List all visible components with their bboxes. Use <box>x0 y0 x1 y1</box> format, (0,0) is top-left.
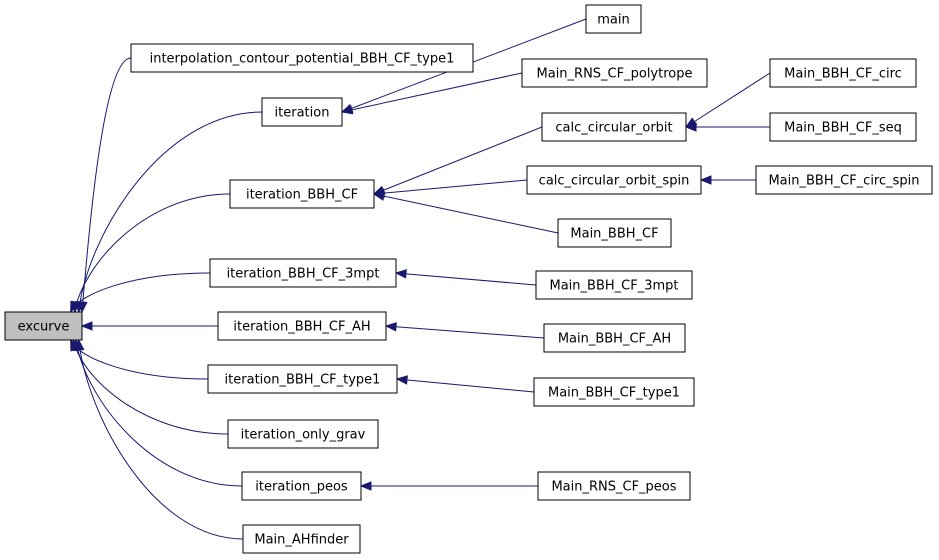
node-label: excurve <box>18 320 70 335</box>
edge-line <box>373 126 543 195</box>
edge-m_ah-to-it_ah <box>384 322 545 339</box>
node-label: Main_BBH_CF_circ_spin <box>768 174 919 189</box>
edge-it_ah-to-excurve <box>80 321 218 331</box>
edge-m_rns_peos-to-it_peos <box>359 481 538 491</box>
node-iteration-only-grav[interactable]: iteration_only_grav <box>227 419 379 449</box>
node-main-bbh-cf-circ-spin[interactable]: Main_BBH_CF_circ_spin <box>755 165 933 195</box>
arrowhead-icon <box>394 269 407 279</box>
node-iteration-peos[interactable]: iteration_peos <box>241 471 362 501</box>
node-main-bbh-cf-ah[interactable]: Main_BBH_CF_AH <box>543 323 686 353</box>
node-label: iteration_peos <box>255 480 348 495</box>
node-main-bbh-cf-3mpt[interactable]: Main_BBH_CF_3mpt <box>535 270 693 300</box>
edge-line <box>78 339 244 540</box>
edge-it_bbh-to-excurve <box>71 193 231 314</box>
arrowhead-icon <box>340 105 354 115</box>
arrowhead-icon <box>684 122 697 132</box>
node-main[interactable]: main <box>585 4 642 34</box>
edge-line <box>396 378 535 393</box>
edge-m_circ_spin-to-calc_spin <box>699 175 756 185</box>
edge-line <box>70 272 211 313</box>
node-iteration-bbh-cf[interactable]: iteration_BBH_CF <box>229 179 375 209</box>
node-label: Main_BBH_CF_type1 <box>548 386 680 401</box>
edge-m_type1-to-it_type1 <box>395 375 535 393</box>
edge-line <box>373 179 528 195</box>
node-iteration-bbh-cf-ah[interactable]: iteration_BBH_CF_AH <box>217 311 387 341</box>
node-label: calc_circular_orbit <box>555 121 672 136</box>
arrowhead-icon <box>372 191 386 201</box>
edge-line <box>78 111 263 313</box>
node-main-bbh-cf-type1[interactable]: Main_BBH_CF_type1 <box>533 377 695 407</box>
node-label: Main_BBH_CF <box>570 227 658 242</box>
arrowhead-icon <box>699 175 712 185</box>
node-label: calc_circular_orbit_spin <box>539 174 690 189</box>
node-label: Main_BBH_CF_seq <box>784 121 902 136</box>
node-main-rns-cf-polytrope[interactable]: Main_RNS_CF_polytrope <box>521 58 708 88</box>
node-iteration-bbh-cf-3mpt[interactable]: iteration_BBH_CF_3mpt <box>209 258 397 288</box>
edge-line <box>74 193 231 313</box>
node-calc-circular-orbit[interactable]: calc_circular_orbit <box>541 112 687 142</box>
node-label: main <box>597 13 629 28</box>
edge-line <box>341 72 523 113</box>
edge-it_peos-to-excurve <box>72 338 243 487</box>
arrowhead-icon <box>384 322 397 332</box>
edge-line <box>385 325 545 339</box>
node-main-rns-cf-peos[interactable]: Main_RNS_CF_peos <box>537 471 691 501</box>
edge-line <box>81 57 132 313</box>
edge-m_ahfinder-to-excurve <box>75 338 244 540</box>
node-interpolation-contour-potential-bbh-cf-type1[interactable]: interpolation_contour_potential_BBH_CF_t… <box>130 43 474 73</box>
node-label: iteration_BBH_CF_type1 <box>225 373 381 388</box>
node-label: iteration_BBH_CF_3mpt <box>227 267 380 282</box>
edge-line <box>373 193 559 234</box>
edge-it_3mpt-to-excurve <box>70 272 211 314</box>
arrowhead-icon <box>395 375 408 385</box>
edge-m_seq-to-calc_orbit <box>684 122 770 132</box>
node-label: iteration <box>275 106 330 121</box>
arrowhead-icon <box>75 338 85 351</box>
edge-line <box>395 272 537 286</box>
node-iteration-bbh-cf-type1[interactable]: iteration_BBH_CF_type1 <box>207 364 398 394</box>
node-label: iteration_BBH_CF_AH <box>233 320 370 335</box>
node-label: iteration_BBH_CF <box>246 188 358 203</box>
edge-m_3mpt-to-it_3mpt <box>394 269 537 286</box>
edges <box>70 18 771 540</box>
node-label: interpolation_contour_potential_BBH_CF_t… <box>150 52 455 67</box>
node-calc-circular-orbit-spin[interactable]: calc_circular_orbit_spin <box>526 165 702 195</box>
arrowhead-icon <box>359 481 372 491</box>
node-label: Main_BBH_CF_3mpt <box>550 279 679 294</box>
node-label: Main_RNS_CF_peos <box>551 480 676 495</box>
node-main-ahfinder[interactable]: Main_AHfinder <box>242 524 361 554</box>
node-label: Main_AHfinder <box>254 533 349 548</box>
arrowhead-icon <box>70 300 80 314</box>
node-main-bbh-cf-circ[interactable]: Main_BBH_CF_circ <box>769 58 917 88</box>
edge-line <box>72 339 229 435</box>
edge-line <box>685 72 771 128</box>
node-main-bbh-cf-seq[interactable]: Main_BBH_CF_seq <box>769 112 917 142</box>
edge-m_bbh-to-it_bbh <box>372 191 559 234</box>
edge-calc_orbit-to-it_bbh <box>372 126 543 195</box>
node-label: iteration_only_grav <box>241 428 366 443</box>
node-main-bbh-cf[interactable]: Main_BBH_CF <box>557 218 672 248</box>
node-label: Main_RNS_CF_polytrope <box>537 67 693 82</box>
node-excurve[interactable]: excurve <box>4 311 83 341</box>
node-label: Main_BBH_CF_circ <box>784 67 902 82</box>
edge-calc_spin-to-it_bbh <box>372 179 528 198</box>
nodes: excurve interpolation_contour_potential_… <box>4 4 933 554</box>
edge-it_grav-to-excurve <box>70 338 229 435</box>
edge-line <box>75 339 243 487</box>
node-iteration[interactable]: iteration <box>261 97 343 127</box>
node-label: Main_BBH_CF_AH <box>558 332 671 347</box>
arrowhead-icon <box>80 321 93 331</box>
edge-m_rns_poly-to-iteration <box>340 72 523 115</box>
